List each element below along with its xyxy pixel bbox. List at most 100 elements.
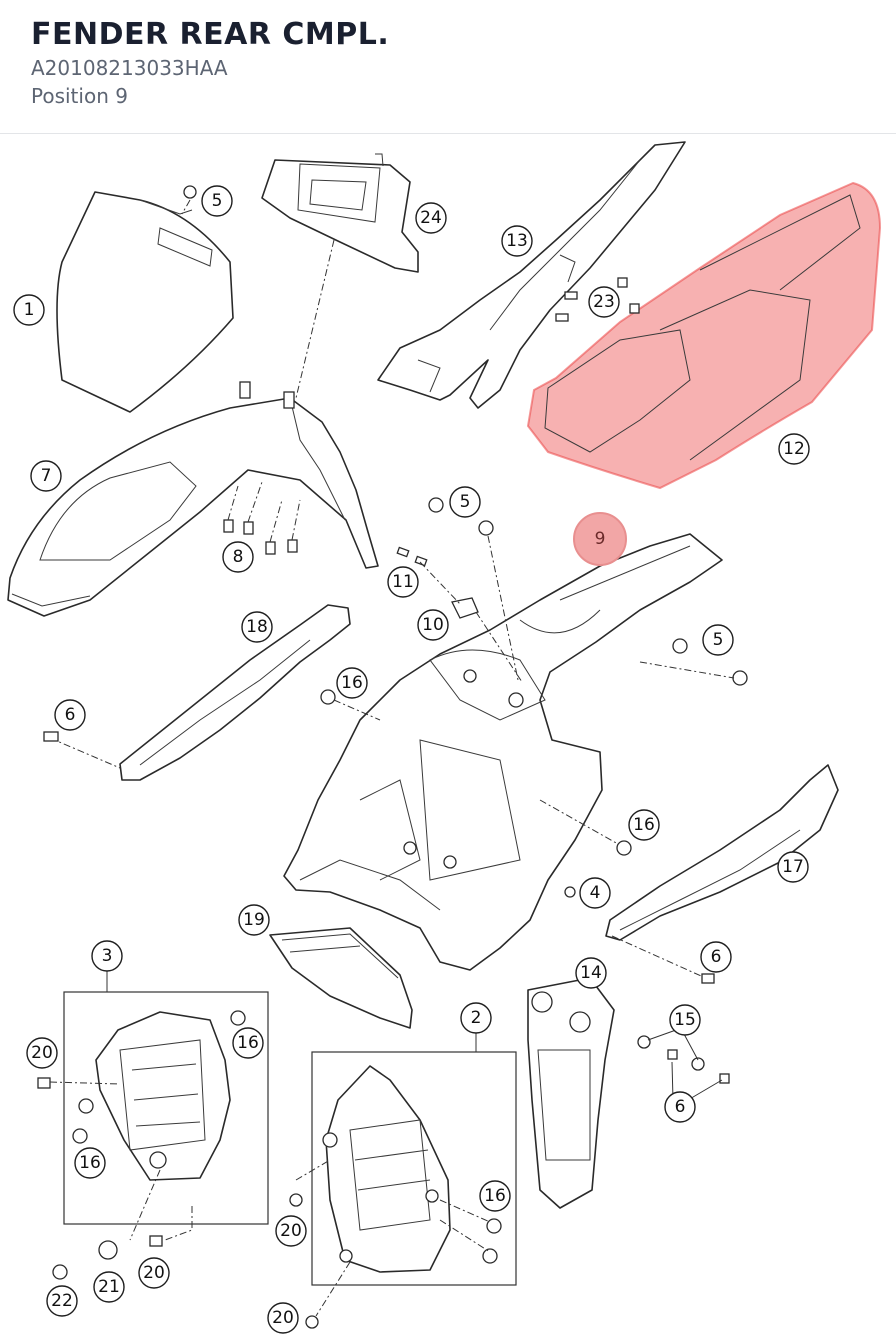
callout-1[interactable]: 1 (13, 294, 45, 326)
part-24-mask[interactable] (261, 153, 419, 273)
callout-19[interactable]: 19 (238, 904, 270, 936)
hardware-5-center[interactable] (428, 497, 519, 681)
svg-text:16: 16 (633, 815, 655, 835)
part-9-rear-fender[interactable] (283, 533, 723, 971)
callout-11[interactable]: 11 (387, 566, 419, 598)
callout-17[interactable]: 17 (777, 851, 809, 883)
part-18-left-side-cover[interactable] (43, 604, 351, 781)
part-1-number-plate[interactable] (56, 191, 234, 413)
svg-text:8: 8 (233, 547, 244, 567)
part-15-washers[interactable] (637, 1029, 730, 1101)
svg-text:7: 7 (41, 466, 52, 486)
part-17-right-side-cover[interactable] (605, 764, 839, 984)
part-11-screws[interactable] (396, 546, 523, 683)
callout-16-left[interactable]: 16 (336, 667, 368, 699)
mask-to-fender-line (295, 239, 335, 399)
part-3-assembly-box (63, 970, 269, 1225)
svg-text:4: 4 (590, 883, 601, 903)
svg-text:19: 19 (243, 910, 265, 930)
svg-text:13: 13 (506, 231, 528, 251)
svg-text:21: 21 (98, 1277, 120, 1297)
part-13-side-bracket[interactable] (377, 141, 686, 409)
part-10-bracket[interactable] (451, 597, 479, 619)
hardware-5-right[interactable] (639, 638, 748, 686)
svg-text:5: 5 (713, 630, 724, 650)
svg-text:16: 16 (484, 1186, 506, 1206)
svg-text:10: 10 (422, 615, 444, 635)
position-label: Position 9 (31, 84, 128, 108)
callout-9-selected[interactable]: 9 (573, 512, 627, 566)
svg-text:23: 23 (593, 292, 615, 312)
part-14-mud-flap[interactable] (527, 977, 615, 1209)
svg-text:11: 11 (392, 572, 414, 592)
svg-text:17: 17 (782, 857, 804, 877)
part-title: FENDER REAR CMPL. (31, 17, 390, 52)
part-3-air-box[interactable] (37, 1010, 246, 1241)
svg-text:15: 15 (674, 1010, 696, 1030)
hardware-4[interactable] (564, 886, 576, 898)
part-8-screws[interactable] (223, 481, 301, 555)
callout-24[interactable]: 24 (415, 202, 447, 234)
callout-10[interactable]: 10 (417, 609, 449, 641)
part-header: FENDER REAR CMPL. A20108213033HAA Positi… (0, 0, 896, 134)
part-2-assembly-box (311, 1032, 517, 1286)
callout-6-left[interactable]: 6 (54, 699, 86, 731)
callout-7[interactable]: 7 (30, 460, 62, 492)
callout-8[interactable]: 8 (222, 541, 254, 573)
svg-text:9: 9 (595, 529, 606, 549)
svg-text:20: 20 (280, 1221, 302, 1241)
part-19-air-guide[interactable] (269, 927, 413, 1029)
callout-14[interactable]: 14 (575, 957, 607, 989)
hardware-16-right[interactable] (539, 799, 632, 856)
part-number: A20108213033HAA (31, 56, 228, 80)
callout-13[interactable]: 13 (501, 225, 533, 257)
svg-text:6: 6 (65, 705, 76, 725)
svg-text:18: 18 (246, 617, 268, 637)
callout-5-right[interactable]: 5 (702, 624, 734, 656)
svg-text:14: 14 (580, 963, 602, 983)
svg-text:6: 6 (711, 947, 722, 967)
svg-text:3: 3 (102, 946, 113, 966)
callout-6-right[interactable]: 6 (700, 941, 732, 973)
callout-16-box3-bottom[interactable]: 16 (74, 1147, 106, 1179)
callout-16-box3-top[interactable]: 16 (232, 1027, 264, 1059)
callout-2[interactable]: 2 (460, 1002, 492, 1034)
part-23-screws[interactable] (555, 277, 640, 322)
hardware-5-top[interactable] (181, 185, 197, 215)
callout-18[interactable]: 18 (241, 611, 273, 643)
callout-21[interactable]: 21 (93, 1271, 125, 1303)
callout-20-box3[interactable]: 20 (26, 1037, 58, 1069)
svg-text:5: 5 (460, 492, 471, 512)
callout-3[interactable]: 3 (91, 940, 123, 972)
part-7-front-fender[interactable] (7, 381, 379, 617)
callout-22[interactable]: 22 (46, 1285, 78, 1317)
callout-20-bottom[interactable]: 20 (267, 1302, 299, 1334)
part-12-rear-section-highlighted[interactable] (526, 181, 882, 490)
svg-text:12: 12 (783, 439, 805, 459)
callout-16-right[interactable]: 16 (628, 809, 660, 841)
svg-text:20: 20 (31, 1043, 53, 1063)
callout-15[interactable]: 15 (669, 1004, 701, 1036)
svg-text:1: 1 (24, 300, 35, 320)
callout-20-box2-left[interactable]: 20 (275, 1215, 307, 1247)
callout-5-top[interactable]: 5 (201, 185, 233, 217)
part-21-22-hardware[interactable] (52, 1235, 163, 1280)
callout-5-center[interactable]: 5 (449, 486, 481, 518)
part-2-side-guard[interactable] (289, 1065, 502, 1329)
callout-4[interactable]: 4 (579, 877, 611, 909)
callout-6-bottom[interactable]: 6 (664, 1091, 696, 1123)
callout-16-box2[interactable]: 16 (479, 1180, 511, 1212)
svg-text:20: 20 (143, 1263, 165, 1283)
callout-12[interactable]: 12 (778, 433, 810, 465)
svg-text:5: 5 (212, 191, 223, 211)
svg-text:16: 16 (79, 1153, 101, 1173)
callout-20-bottom-left[interactable]: 20 (138, 1257, 170, 1289)
hardware-16-left[interactable] (320, 689, 381, 721)
svg-text:16: 16 (237, 1033, 259, 1053)
svg-text:2: 2 (471, 1008, 482, 1028)
svg-text:16: 16 (341, 673, 363, 693)
svg-text:24: 24 (420, 208, 442, 228)
callout-23[interactable]: 23 (588, 286, 620, 318)
svg-text:22: 22 (51, 1291, 73, 1311)
